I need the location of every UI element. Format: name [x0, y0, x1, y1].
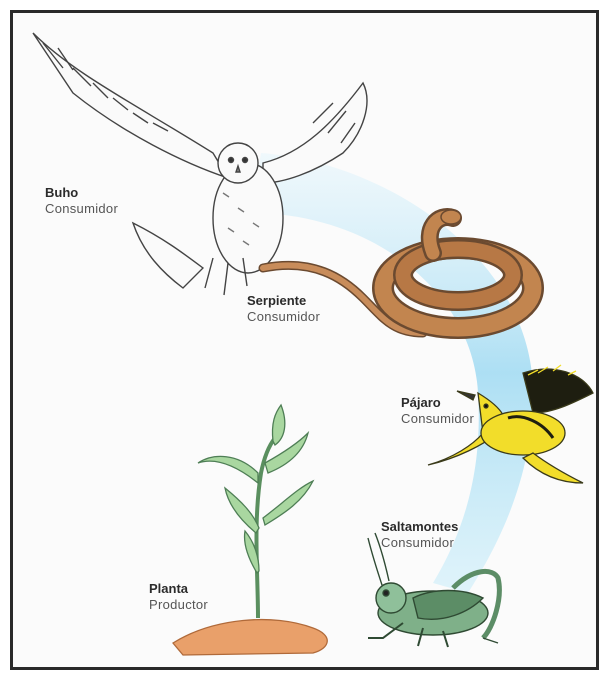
organism-role: Consumidor: [45, 201, 118, 217]
plant-icon: [173, 405, 327, 655]
organism-role: Consumidor: [247, 309, 320, 325]
owl-icon: [33, 33, 367, 295]
food-chain-illustration: [13, 13, 602, 673]
organism-role: Consumidor: [381, 535, 458, 551]
organism-name: Buho: [45, 185, 118, 201]
organism-name: Pájaro: [401, 395, 474, 411]
label-plant: Planta Productor: [149, 581, 208, 613]
organism-role: Productor: [149, 597, 208, 613]
label-snake: Serpiente Consumidor: [247, 293, 320, 325]
organism-name: Planta: [149, 581, 208, 597]
organism-role: Consumidor: [401, 411, 474, 427]
organism-name: Saltamontes: [381, 519, 458, 535]
label-bird: Pájaro Consumidor: [401, 395, 474, 427]
label-grasshopper: Saltamontes Consumidor: [381, 519, 458, 551]
label-owl: Buho Consumidor: [45, 185, 118, 217]
food-chain-frame: Buho Consumidor Serpiente Consumidor Páj…: [10, 10, 599, 670]
organism-name: Serpiente: [247, 293, 320, 309]
